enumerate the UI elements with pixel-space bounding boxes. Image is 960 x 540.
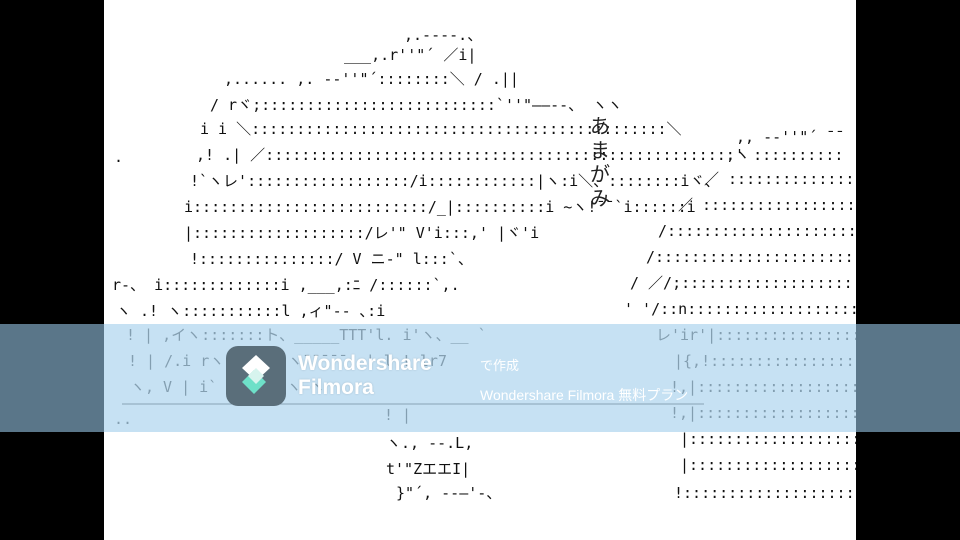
svg-text:!:::::::::::::::::::::::::::::: !:::::::::::::::::::::::::::::::::::: [674,484,856,502]
band-edge-left [0,324,104,432]
ascii-art-illustration: ,.-‐‐-.、 ___,.r''"´ ／i| ,...... ,. ‐‐''"… [112,26,856,502]
svg-text:,...... ,. ‐‐''"´::::::::＼: ,...... ,. ‐‐''"´::::::::＼ / .|| [224,70,519,88]
caption-char: あ [590,114,610,138]
svg-text:/:::::::::::::::::::::::::::::: /:::::::::::::::::::::::::::::::::::::::… [646,248,856,266]
filmora-logo-icon [226,346,286,406]
svg-text:,.-‐‐-.、: ,.-‐‐-.、 [404,26,482,44]
svg-text:ヽ., ‐‐.L,: ヽ., ‐‐.L, [386,434,473,452]
svg-text:}"´, ‐‐—'‐、: }"´, ‐‐—'‐、 [396,484,501,502]
band-edge-right [856,324,960,432]
ascii-art-canvas: ,.-‐‐-.、 ___,.r''"´ ／i| ,...... ,. ‐‐''"… [104,0,856,540]
brand-line-2: Filmora [298,376,374,399]
svg-text:,! .| ／:::::::::::::::::::: ,! .| ／:::::::::::::::::::::::::::::::::… [196,146,750,164]
watermark-subtitle: Wondershare Filmora 無料プラン [480,387,689,403]
svg-text:／ ::::::::::::::::::::::::::: ／ :::::::::::::::::::::::::::::: [678,196,856,214]
svg-text:' '/::n::::::::::::::::::::: ' '/::n::::::::::::::::::::::::::::::::: [624,300,856,318]
brand-line-1: Wondershare [298,352,432,375]
svg-text:!`ヽレ'::::::::::::::::::/i:::::: !`ヽレ'::::::::::::::::::/i::::::::::::|ヽ:… [190,172,719,190]
vertical-caption: あ ま が み [588,114,612,210]
svg-text:,' ::::::::::: ,' :::::::::: [726,146,843,164]
svg-text:|:::::::::::::::::::::::::::::: |::::::::::::::::::::::::::::::::::: [680,456,856,474]
svg-text:r‐、 i:::::::::::::i ,_: r‐、 i:::::::::::::i ,___,:ﾆ /::::::`,. [112,276,460,294]
filmora-diamond-logo-icon [242,355,270,394]
svg-text:/ ／/;:::::::::::::::::::::::::: / ／/;:::::::::::::::::::::::::::::::::::… [630,274,856,292]
svg-text:i::::::::::::::::::::::::::/_|: i::::::::::::::::::::::::::/_|::::::::::… [184,198,696,216]
svg-text:|:::::::::::::::::::/レ'" V': |:::::::::::::::::::/レ'" V'i:::,' |ヾ'i [184,224,539,242]
caption-char: み [590,186,610,210]
svg-text:i i ＼::::::::::::::::::: i i ＼:::::::::::::::::::::::::::::::::::… [200,120,682,138]
svg-text:/ rヾ;::::::::::::::::::::::::: / rヾ;::::::::::::::::::::::::::`''"——‐-、… [210,96,622,114]
svg-text:.: . [114,148,123,166]
svg-text:___,.r''"´ ／i|: ___,.r''"´ ／i| [344,46,476,64]
svg-text:ヽ .! ヽ:::::::::::l: ヽ .! ヽ:::::::::::l ,ィ"‐‐ ､:i [116,302,385,320]
svg-text:t'"ZエエI|: t'"ZエエI| [386,460,470,478]
caption-char: が [590,162,610,186]
svg-text:,, -‐''"´ ¯¯: ,, -‐''"´ ¯¯ [736,128,844,146]
svg-text:/:::::::::::::::::::::::::::::: /:::::::::::::::::::::::::::::::::::::::… [658,222,856,240]
watermark-brand: Wondershare Filmora [298,352,432,400]
svg-text:|:::::::::::::::::::::::::::::: |:::::::::::::::::::::::::::::::::: [680,430,856,448]
svg-text:!:::::::::::::::/: !:::::::::::::::/ V ニ‐" l:::`、 [190,250,473,268]
made-with-label: で作成 [480,358,520,373]
watermark-band [0,324,960,432]
svg-text:／ :::::::::::::::::::::::::: ／ ::::::::::::::::::::::::: [704,170,856,188]
caption-char: ま [590,138,610,162]
